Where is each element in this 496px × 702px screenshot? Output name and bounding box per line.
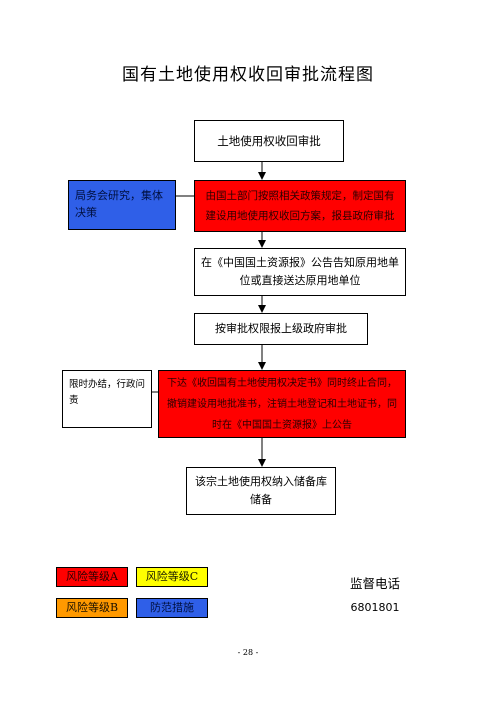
contact-label: 监督电话: [349, 576, 400, 591]
flow-step-notify-user: 在《中国国土资源报》公告告知原用地单位或直接送达原用地单位: [194, 248, 406, 296]
flow-step-draft-plan: 由国土部门按照相关政策规定，制定国有建设用地使用权收回方案，报县政府审批: [194, 180, 406, 232]
page-number: - 28 -: [237, 648, 259, 657]
legend-prevention: 防范措施: [136, 598, 208, 618]
legend-risk-c: 风险等级C: [136, 567, 208, 587]
side-note-collective-decision: 局务会研究，集体决策: [68, 180, 176, 230]
flow-step-reserve-storage: 该宗土地使用权纳入储备库储备: [186, 467, 336, 515]
page-title: 国有土地使用权收回审批流程图: [122, 65, 374, 85]
side-note-accountability: 限时办结，行政问责: [62, 370, 152, 428]
flow-step-report-superior: 按审批权限报上级政府审批: [194, 313, 368, 345]
legend-risk-b: 风险等级B: [56, 598, 128, 618]
flow-step-issue-decision: 下达《收回国有土地使用权决定书》同时终止合同，撤销建设用地批准书，注销土地登记和…: [158, 370, 406, 438]
contact-number: 6801801: [350, 601, 400, 614]
flow-step-approval-start: 土地使用权收回审批: [194, 120, 344, 162]
legend-risk-a: 风险等级A: [56, 567, 128, 587]
